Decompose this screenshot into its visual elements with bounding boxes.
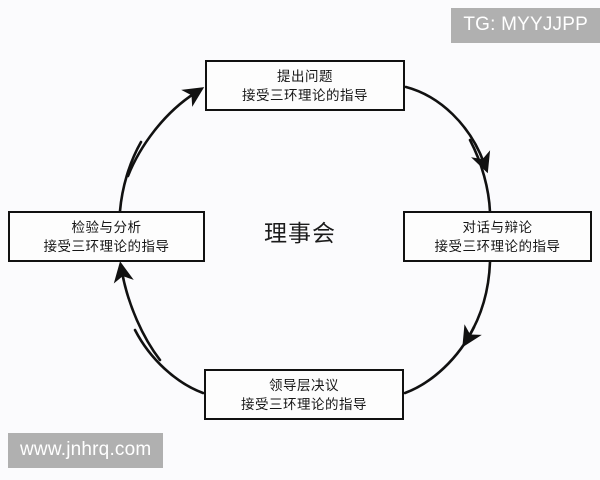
node-subtitle: 接受三环理论的指导 [241,396,367,412]
node-subtitle: 接受三环理论的指导 [242,87,368,103]
node-propose-question[interactable]: 提出问题 接受三环理论的指导 [205,60,405,111]
arc-top-to-right [404,85,491,174]
node-dialogue-debate[interactable]: 对话与辩论 接受三环理论的指导 [403,211,592,262]
watermark-telegram: TG: MYYJJPP [451,8,600,43]
node-title: 提出问题 [277,68,333,84]
center-label: 理事会 [264,220,336,246]
node-subtitle: 接受三环理论的指导 [434,238,561,254]
node-title: 对话与辩论 [462,219,533,235]
node-subtitle: 接受三环理论的指导 [43,238,170,254]
arc-bottom-to-left-arrow [113,261,162,362]
arc-top-to-right-tail [468,138,492,214]
watermark-website: www.jnhrq.com [8,433,164,468]
arc-left-to-top-arrow [126,87,205,178]
arc-right-to-bottom [462,260,492,348]
node-test-analysis[interactable]: 检验与分析 接受三环理论的指导 [8,211,205,262]
node-leadership-resolution[interactable]: 领导层决议 接受三环理论的指导 [204,369,404,420]
node-title: 检验与分析 [71,219,142,235]
arc-left-to-top [118,140,143,213]
arc-bottom-to-left [133,328,205,395]
node-title: 领导层决议 [269,377,339,393]
arc-right-to-bottom-tail [403,325,476,395]
